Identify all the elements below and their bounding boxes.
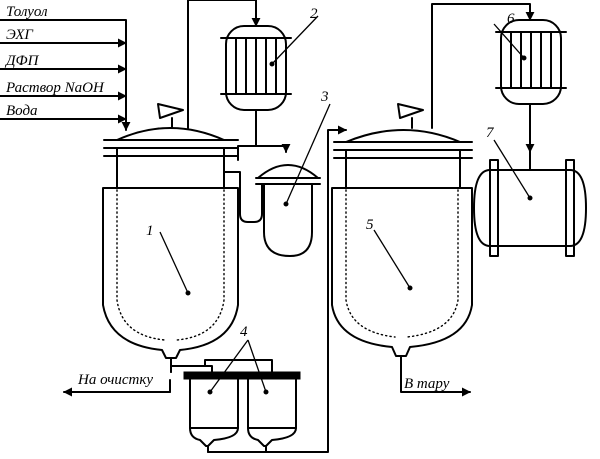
input-label-naoh: Раствор NaOH — [5, 80, 105, 96]
input-line-naoh: Раствор NaOH — [0, 80, 127, 101]
input-label-toluene: Толуол — [6, 4, 48, 20]
input-line-dfp: ДФП — [0, 53, 127, 74]
condenser-2 — [220, 25, 292, 111]
output-label-purification: На очистку — [77, 372, 153, 388]
receiver-3 — [255, 164, 321, 257]
agitator-motor-icon — [397, 103, 424, 119]
agitator-motor-icon — [157, 103, 184, 119]
filters-4 — [183, 371, 301, 453]
input-lines: Толуол ЭХГ ДФП Раствор NaOH Вода — [0, 4, 131, 131]
input-line-ekhg: ЭХГ — [0, 27, 127, 48]
input-label-dfp: ДФП — [4, 53, 40, 69]
input-label-ekhg: ЭХГ — [6, 27, 34, 43]
label-number-2: 2 — [310, 6, 318, 22]
callouts: 1 2 3 4 5 6 7 — [146, 6, 533, 395]
label-number-6: 6 — [507, 11, 515, 27]
label-number-1: 1 — [146, 223, 154, 239]
piping — [63, 0, 535, 453]
input-line-water: Вода — [0, 103, 127, 124]
label-number-4: 4 — [240, 324, 248, 340]
reactor-5 — [331, 103, 473, 381]
reactor-1 — [102, 103, 239, 373]
label-number-5: 5 — [366, 217, 374, 233]
label-number-3: 3 — [320, 89, 329, 105]
condenser-6 — [495, 19, 567, 105]
label-number-7: 7 — [486, 125, 495, 141]
receiver-7 — [473, 159, 587, 257]
output-label-packaging: В тару — [404, 376, 450, 392]
input-label-water: Вода — [6, 103, 38, 119]
